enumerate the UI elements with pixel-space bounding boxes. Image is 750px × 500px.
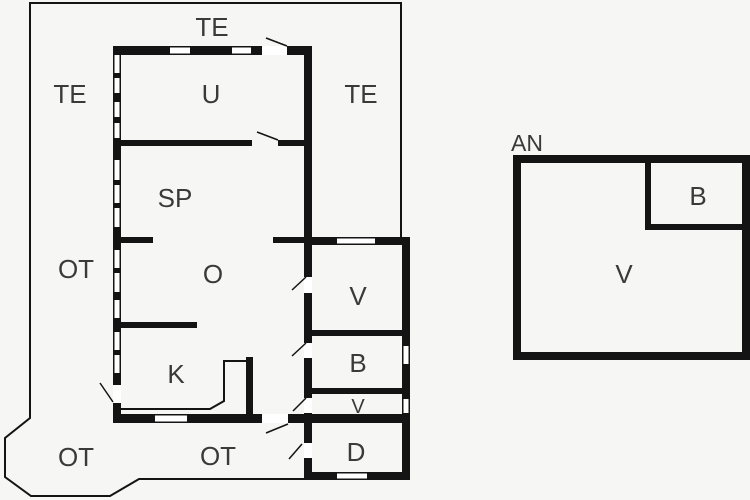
door-swing-line [291,276,307,291]
room-label-sp: SP [158,183,193,213]
b1-v2-partition [312,388,402,394]
door-opening [304,343,312,358]
door-opening [304,398,312,413]
kitchen-top-wall [121,322,197,328]
door-swing-line [256,131,279,141]
annex-left-wall [513,155,521,360]
annex-title-label: AN [511,130,543,156]
annex-room-label-v: V [615,259,633,289]
room-label-v1: V [349,281,367,311]
sp-room-bottom-wall-left [121,237,153,243]
window [114,300,120,318]
windows-group [114,47,409,479]
door-swing-line [291,342,307,357]
annex-room-label-b: B [689,181,706,211]
window [114,208,120,227]
window [114,355,120,373]
window [337,238,375,244]
labels-group: TE TE TE OT OT OT U SP O K V B V D AN V … [53,12,706,472]
room-label-u: U [202,79,221,109]
window [337,473,367,479]
annex-top-wall [513,155,750,163]
room-label-v2: V [351,396,365,418]
window [114,123,120,138]
v1-b1-partition [312,330,402,336]
terrace-label-right: TE [344,79,377,109]
door-opening [113,385,121,403]
door-opening [304,277,312,293]
window [114,332,120,350]
terrace-outline [4,2,402,497]
window [155,415,187,422]
room-label-o: O [203,259,223,289]
terrace-label-top: TE [195,12,228,42]
window [114,102,120,117]
window [114,185,120,203]
u-room-bottom-wall-right [278,140,304,146]
window [114,250,120,268]
annex-bottom-wall [513,352,750,360]
u-room-bottom-wall-left [121,140,252,146]
sp-room-bottom-wall-right [273,237,304,243]
window [403,346,409,364]
annex-b-left-wall [645,163,651,230]
door-swing-line [99,382,114,403]
door-opening [262,46,287,55]
terrace-outline-group [4,2,402,497]
kitchen-counter [121,360,246,410]
outdoor-terrace-label-bottom-left: OT [58,442,94,472]
door-swing-line [292,397,307,412]
terrace-label-left: TE [53,79,86,109]
main-top-wall [113,46,312,55]
door-opening [304,443,312,458]
door-opening [262,414,288,423]
kitchen-wall-stub [246,357,253,414]
room-label-b1: B [349,348,366,378]
window [403,399,409,413]
doors-group [113,46,312,458]
annex-b-bottom-wall [645,224,742,230]
window [114,78,120,93]
main-left-wall [113,46,121,423]
v2-d-partition [312,414,402,423]
window [114,160,120,180]
outdoor-terrace-label-left: OT [58,254,94,284]
main-right-shared-wall [304,46,312,480]
door-swing-line [265,37,288,47]
thin-lines-group [99,37,307,460]
window [114,273,120,292]
window [114,55,120,73]
door-swing-line [265,423,289,434]
main-bottom-wall [113,414,312,423]
window [170,47,190,54]
annex-right-wall [742,155,750,360]
window [232,47,251,54]
outdoor-terrace-label-bottom-center: OT [200,441,236,471]
room-label-d: D [347,437,366,467]
room-label-k: K [167,359,185,389]
door-swing-line [288,443,303,460]
